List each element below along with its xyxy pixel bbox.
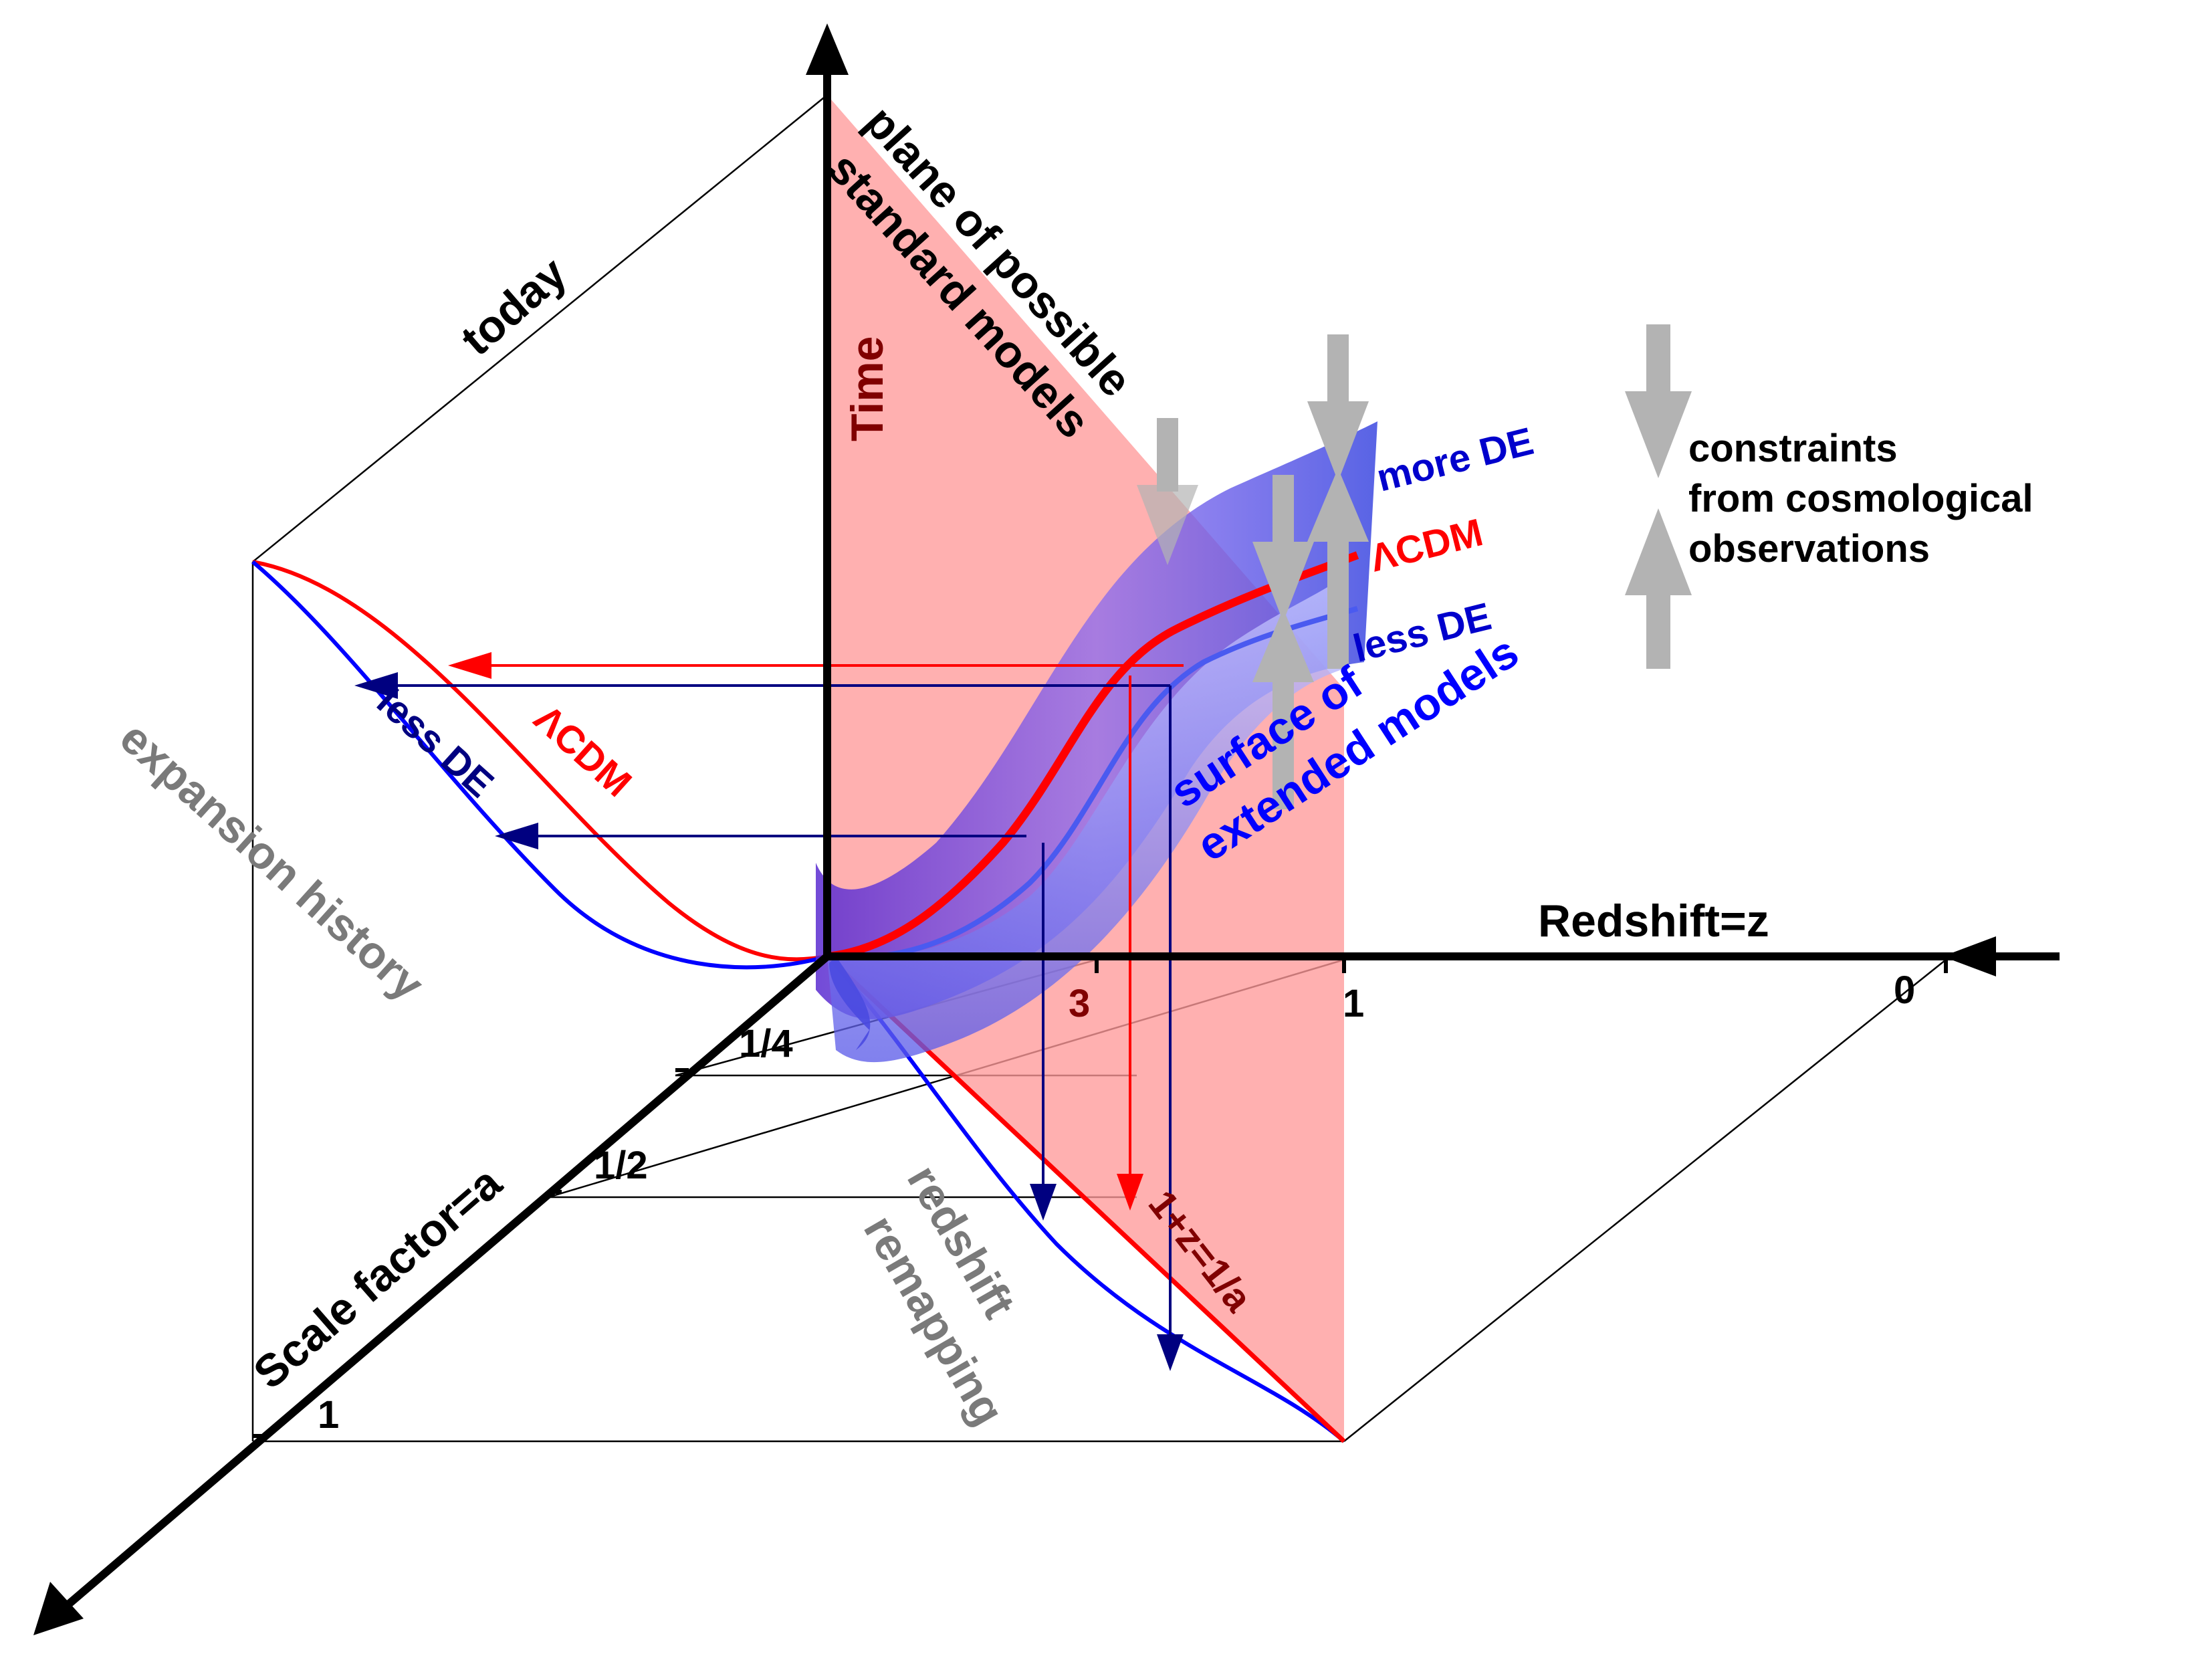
tick-z-0: 0 xyxy=(1894,968,1915,1012)
tick-a-half: 1/2 xyxy=(594,1144,648,1187)
tick-z-1: 1 xyxy=(1343,982,1364,1025)
time-axis-label: Time xyxy=(842,336,893,441)
left-less-de-label: less DE xyxy=(368,680,502,806)
tick-z-3: 3 xyxy=(1069,982,1090,1025)
tick-a-quarter: 1/4 xyxy=(739,1022,793,1065)
expansion-history-label: expansion history xyxy=(110,712,433,1011)
constraints-line1: constraints xyxy=(1688,427,1898,470)
redshift-axis-label: Redshift=z xyxy=(1538,896,1769,946)
left-less-de-curve xyxy=(251,560,828,970)
scale-factor-axis-label: Scale factor=a xyxy=(244,1156,512,1398)
constraints-line3: observations xyxy=(1688,527,1930,571)
surface-lower-ridge xyxy=(827,575,1344,1063)
lcdm-curve-3d xyxy=(826,551,1359,960)
constraints-line2: from cosmological xyxy=(1688,477,2033,520)
surface-front-fold xyxy=(829,956,871,1050)
less-de-curve-3d xyxy=(826,606,1359,960)
extended-models-surface xyxy=(816,421,1377,1019)
more-de-label: more DE xyxy=(1372,419,1537,500)
axis-arrowheads xyxy=(33,23,1996,1635)
left-lcdm-curve xyxy=(252,560,828,962)
constraint-arrows xyxy=(1137,324,1692,809)
lcdm-label: ΛCDM xyxy=(1365,510,1486,580)
projection-arrows xyxy=(374,664,1184,1351)
today-label: today xyxy=(451,247,576,365)
tick-a-one: 1 xyxy=(318,1393,339,1437)
axes xyxy=(61,64,2060,1612)
left-lcdm-label: ΛCDM xyxy=(526,696,639,805)
tick-marks xyxy=(253,960,1948,1438)
scale-factor-axis xyxy=(61,953,830,1612)
arrow-heads xyxy=(354,652,1184,1371)
